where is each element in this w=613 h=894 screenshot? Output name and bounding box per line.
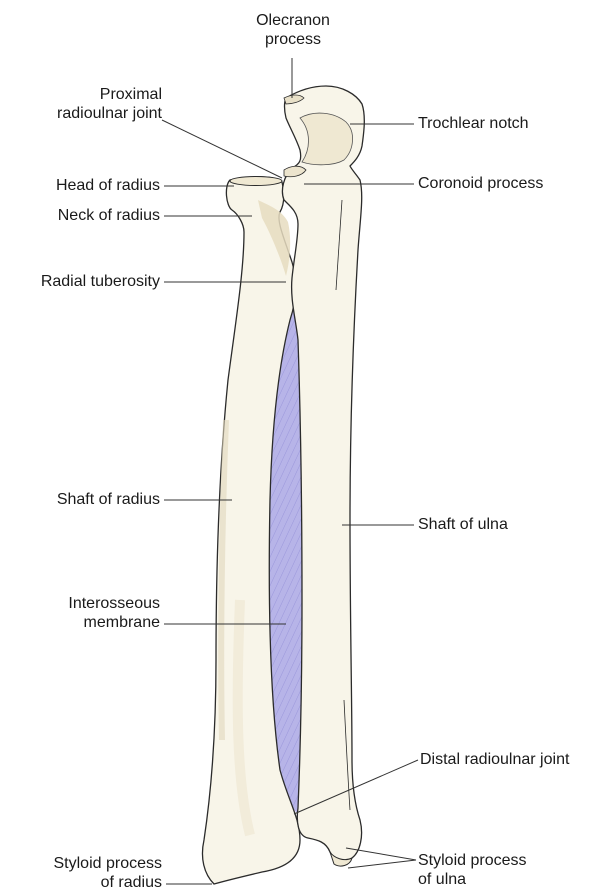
label-radial-tuberosity: Radial tuberosity (0, 272, 160, 291)
label-styloid-process-of-ulna: Styloid process of ulna (418, 851, 527, 889)
label-interosseous-membrane: Interosseous membrane (20, 594, 160, 632)
label-styloid-ulna-line2: of ulna (418, 870, 527, 889)
label-shaft-of-radius: Shaft of radius (10, 490, 160, 509)
leader-styloid-ulna-b (348, 860, 416, 868)
label-styloid-process-of-radius: Styloid process of radius (10, 854, 162, 892)
label-olecranon-process: Olecranon process (243, 11, 343, 49)
label-coronoid-process: Coronoid process (418, 174, 543, 193)
label-styloid-radius-line1: Styloid process (10, 854, 162, 873)
label-interosseous-line1: Interosseous (20, 594, 160, 613)
label-distal-radioulnar-joint: Distal radioulnar joint (420, 750, 569, 769)
label-styloid-radius-line2: of radius (10, 873, 162, 892)
label-proximal-line1: Proximal (20, 85, 162, 104)
leader-proximal-joint (162, 120, 282, 178)
label-interosseous-line2: membrane (20, 613, 160, 632)
label-proximal-radioulnar-joint: Proximal radioulnar joint (20, 85, 162, 123)
label-olecranon-line1: Olecranon (243, 11, 343, 30)
label-styloid-ulna-line1: Styloid process (418, 851, 527, 870)
label-trochlear-notch: Trochlear notch (418, 114, 529, 133)
radius-head-surface (230, 177, 282, 186)
label-shaft-of-ulna: Shaft of ulna (418, 515, 508, 534)
label-proximal-line2: radioulnar joint (20, 104, 162, 123)
label-olecranon-line2: process (243, 30, 343, 49)
label-neck-of-radius: Neck of radius (10, 206, 160, 225)
label-head-of-radius: Head of radius (10, 176, 160, 195)
